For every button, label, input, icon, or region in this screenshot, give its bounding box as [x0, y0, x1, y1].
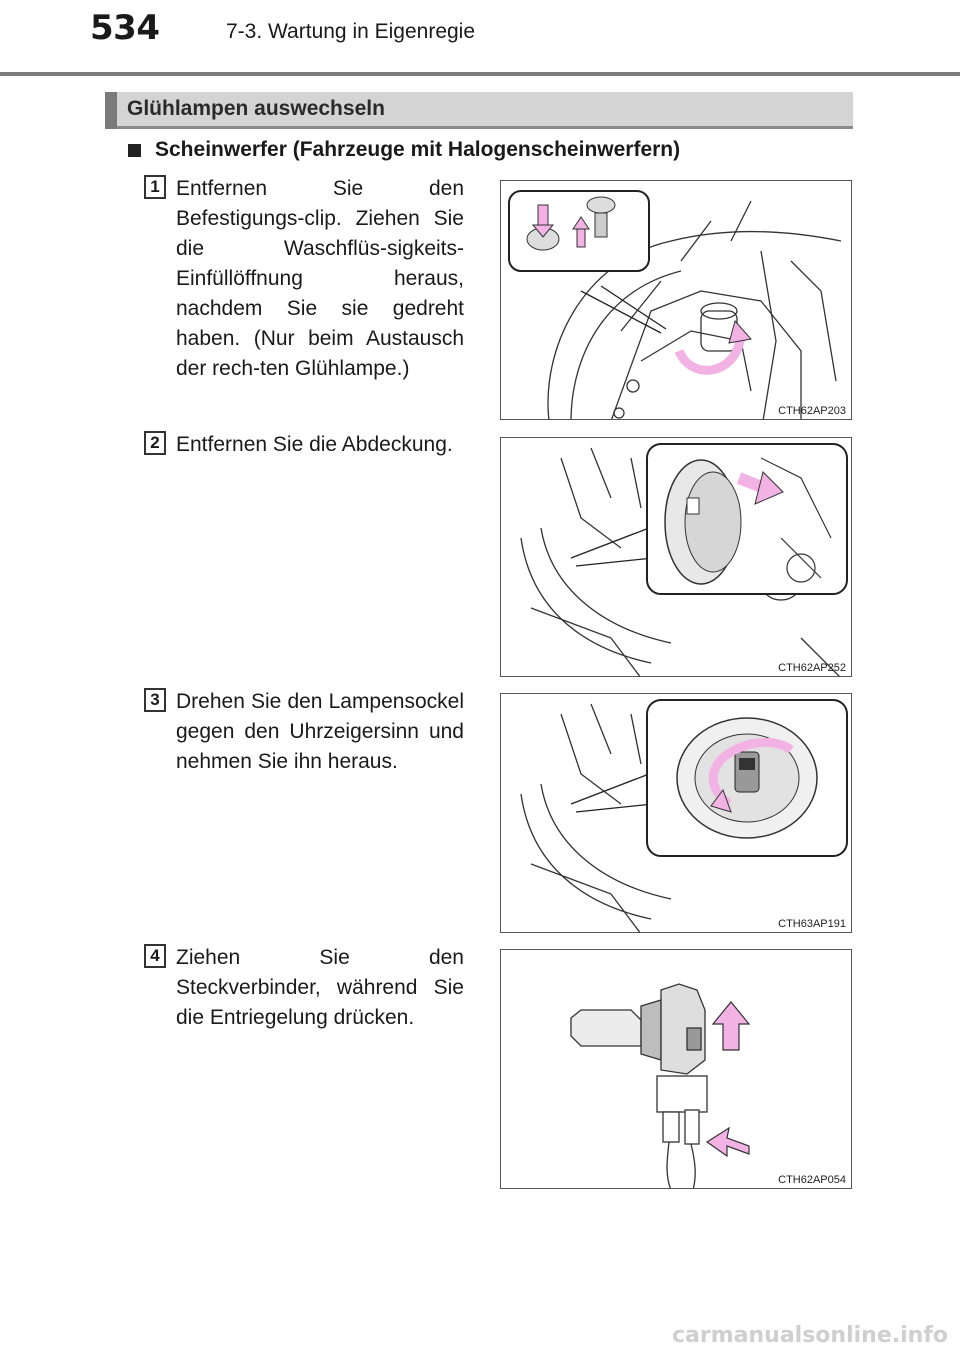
step-text-1: Entfernen Sie den Befestigungs-clip. Zie…	[176, 177, 464, 380]
headlight-cover-illustration	[520, 443, 848, 676]
sub-heading: Scheinwerfer (Fahrzeuge mit Halogenschei…	[128, 138, 680, 162]
section-bar: Glühlampen auswechseln	[105, 92, 853, 129]
figure-step-4: CTH62AP054	[500, 949, 852, 1189]
step-number-2: 2	[144, 431, 166, 455]
figure-code-3: CTH63AP191	[778, 918, 846, 930]
chapter-title: 7-3. Wartung in Eigenregie	[226, 20, 476, 43]
step-text-2: Entfernen Sie die Abdeckung.	[176, 433, 453, 456]
step-number-1: 1	[144, 175, 166, 199]
lamp-socket-illustration	[520, 699, 848, 932]
page-number: 534	[90, 8, 160, 48]
step-number-3: 3	[144, 688, 166, 712]
figure-code-4: CTH62AP054	[778, 1174, 846, 1186]
engine-bay-washer-illustration	[508, 190, 842, 419]
figure-code-1: CTH62AP203	[778, 405, 846, 417]
section-accent	[105, 92, 117, 129]
watermark: carmanualsonline.info	[672, 1323, 948, 1348]
step-text-4: Ziehen Sie den Steckverbinder, während S…	[176, 946, 464, 1029]
figure-step-3: CTH63AP191	[500, 693, 852, 933]
sub-heading-text: Scheinwerfer (Fahrzeuge mit Halogenschei…	[155, 138, 681, 161]
bulb-connector-illustration	[570, 983, 751, 1188]
section-title: Glühlampen auswechseln	[127, 97, 385, 120]
step-text-3: Drehen Sie den Lampensockel gegen den Uh…	[176, 690, 464, 773]
step-number-4: 4	[144, 944, 166, 968]
figure-step-2: CTH62AP252	[500, 437, 852, 677]
square-bullet-icon	[128, 143, 141, 157]
figure-code-2: CTH62AP252	[778, 662, 846, 674]
header-rule	[0, 72, 960, 76]
figure-step-1: CTH62AP203	[500, 180, 852, 420]
